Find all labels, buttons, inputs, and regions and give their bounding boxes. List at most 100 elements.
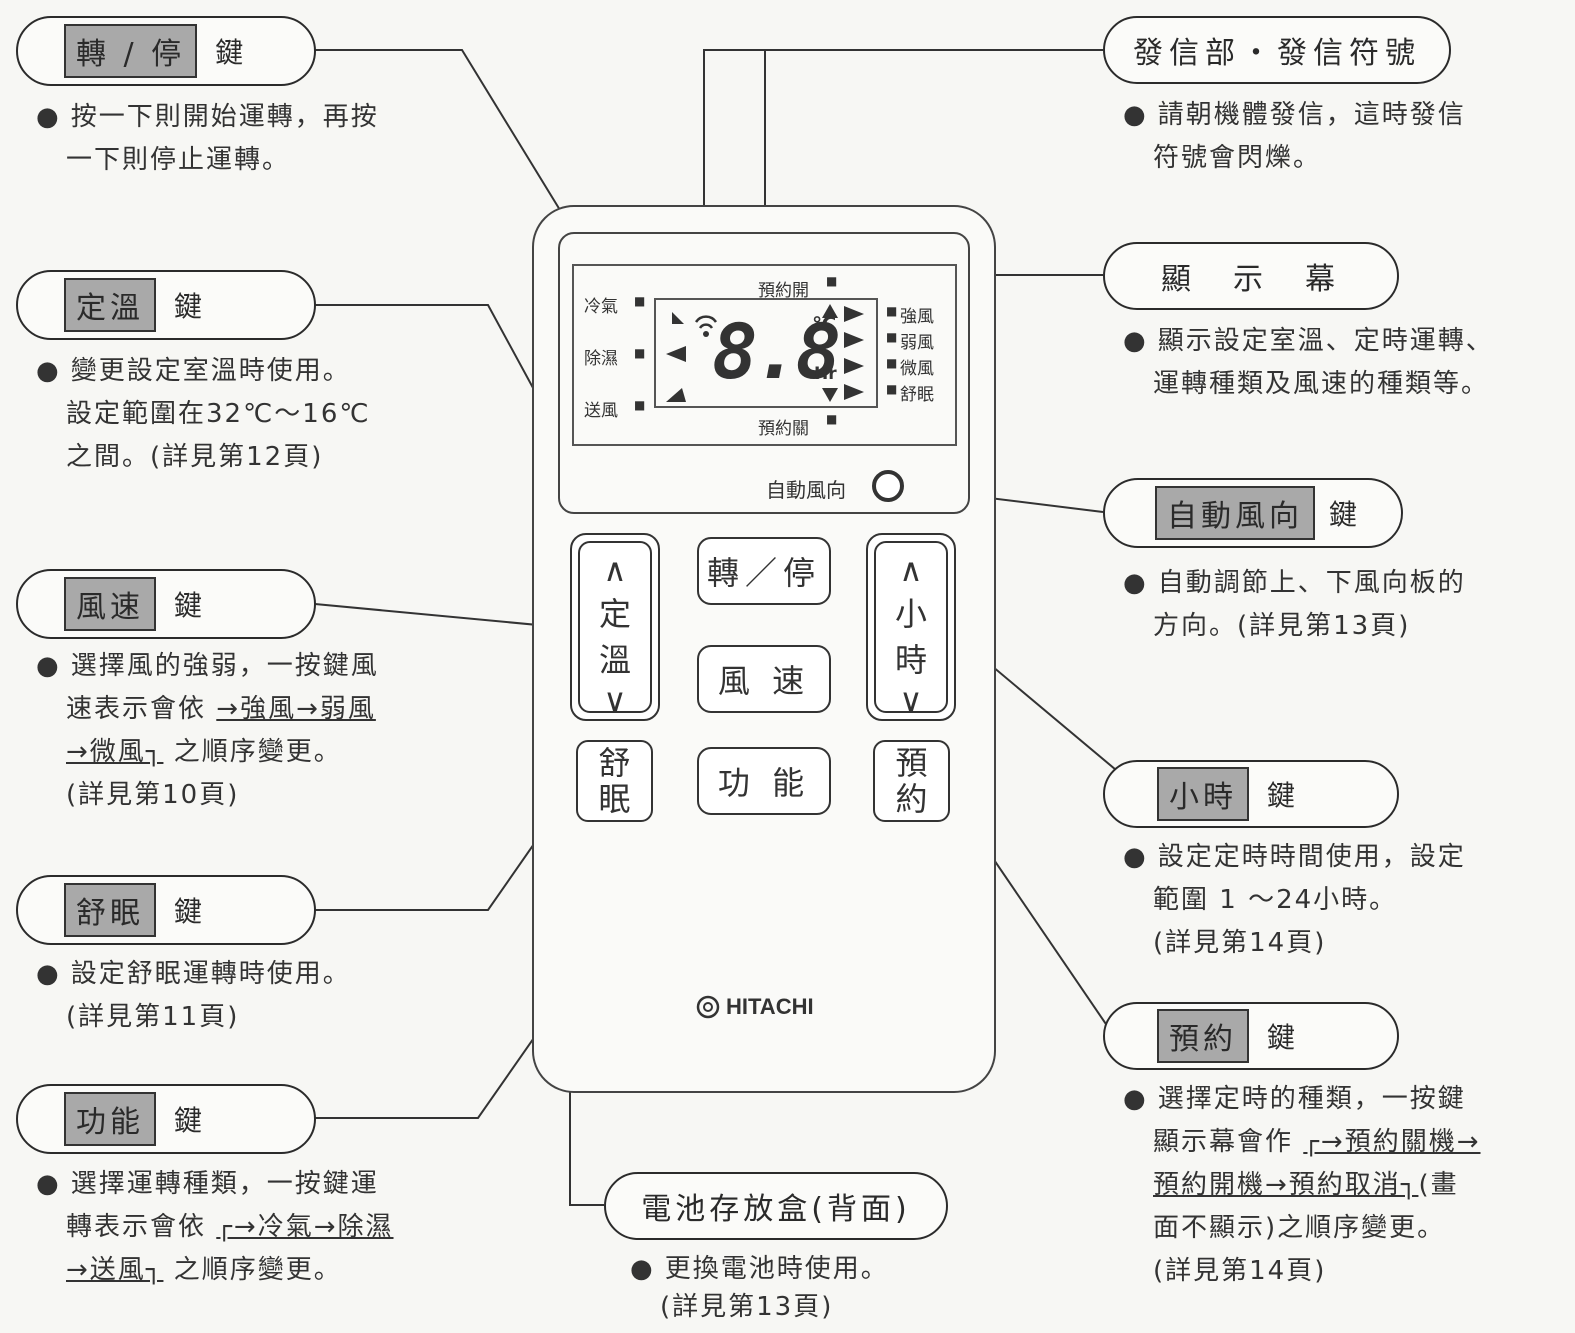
desc-line: 設定範圍在32℃～16℃ xyxy=(66,399,371,429)
lcd-digit-area xyxy=(654,298,878,408)
run-stop-button[interactable]: 轉／停 xyxy=(697,537,831,605)
temp-button[interactable]: ∧ 定 溫 ∨ xyxy=(570,533,660,721)
desc-line: 選擇風的強弱，一按鍵風 xyxy=(70,651,379,681)
label-display: 顯 示 幕 xyxy=(1103,242,1399,310)
swing-button[interactable] xyxy=(872,470,904,502)
swing-label: 自動風向 xyxy=(766,478,846,502)
desc-line: 自動調節上、下風向板的 xyxy=(1157,568,1466,598)
indicator-dot: ■ xyxy=(886,356,898,370)
lcd-fan-sleep: 舒眠 xyxy=(900,385,934,405)
desc-line: 按一下則開始運轉，再按 xyxy=(70,102,379,132)
fan-speed-button[interactable]: 風 速 xyxy=(697,645,831,713)
lcd-timer-on: 預約關 xyxy=(758,419,809,439)
desc-line: 設定定時時間使用，設定 xyxy=(1157,842,1466,872)
desc-line: 設定舒眠運轉時使用。 xyxy=(70,959,351,989)
desc-line: (詳見第13頁) xyxy=(660,1292,834,1322)
indicator-dot: ■ xyxy=(886,382,898,396)
desc-line: 顯示幕會作 xyxy=(1153,1127,1294,1157)
desc-battery: ●更換電池時使用。 (詳見第13頁) xyxy=(630,1250,889,1326)
sleep-button[interactable]: 舒 眠 xyxy=(576,740,653,822)
desc-line: 之間。(詳見第12頁) xyxy=(66,442,324,472)
indicator-dot: ■ xyxy=(886,330,898,344)
sequence: →送風┐ xyxy=(66,1255,164,1285)
desc-sleep: ●設定舒眠運轉時使用。 (詳見第11頁) xyxy=(36,953,351,1039)
hour-up-icon[interactable]: ∧ xyxy=(899,551,923,589)
lcd-mode-cool: 冷氣 xyxy=(584,297,618,317)
desc-line: 一下則停止運轉。 xyxy=(66,145,291,175)
temp-down-icon[interactable]: ∨ xyxy=(603,681,627,719)
desc-line: 選擇定時的種類，一按鍵 xyxy=(1157,1084,1466,1114)
lcd-timer-off: 預約開 xyxy=(758,281,809,301)
indicator-dot: ■ xyxy=(634,294,646,308)
desc-line: 面不顯示)之順序變更。 xyxy=(1153,1213,1446,1243)
title: 電池存放盒(背面) xyxy=(641,1192,911,1227)
tag: 轉 / 停 xyxy=(64,24,198,78)
suffix: 鍵 xyxy=(1329,498,1358,531)
label-hour: 小時 鍵 xyxy=(1103,760,1399,828)
desc-line: 速表示會依 xyxy=(66,694,207,724)
desc-line: (詳見第10頁) xyxy=(66,780,240,810)
function-button[interactable]: 功 能 xyxy=(697,747,831,815)
indicator-dot: ■ xyxy=(826,274,838,288)
lcd-mode-fan: 送風 xyxy=(584,401,618,421)
sequence: 預約開機→預約取消┐ xyxy=(1153,1170,1419,1200)
hour-down-icon[interactable]: ∨ xyxy=(899,681,923,719)
hour-label-2: 時 xyxy=(894,641,927,679)
suffix: 鍵 xyxy=(1267,1021,1296,1054)
title: 顯 示 幕 xyxy=(1161,262,1341,297)
label-timer: 預約 鍵 xyxy=(1103,1002,1399,1070)
lcd-unit-c: ℃ xyxy=(812,312,837,336)
timer-label-2: 約 xyxy=(895,780,928,818)
lcd-fan-high: 強風 xyxy=(900,307,934,327)
desc-line: 顯示設定室溫、定時運轉、 xyxy=(1157,326,1494,356)
sequence: ┌→冷氣→除濕 xyxy=(216,1212,394,1242)
desc-line: 方向。(詳見第13頁) xyxy=(1153,611,1411,641)
hour-button[interactable]: ∧ 小 時 ∨ xyxy=(866,533,956,721)
sequence: →微風┐ xyxy=(66,737,164,767)
desc-line: 運轉種類及風速的種類等。 xyxy=(1153,369,1490,399)
title: 發信部・發信符號 xyxy=(1133,36,1421,71)
timer-button[interactable]: 預 約 xyxy=(873,740,950,822)
desc-temp: ●變更設定室溫時使用。 設定範圍在32℃～16℃ 之間。(詳見第12頁) xyxy=(36,350,371,479)
label-swing: 自動風向 鍵 xyxy=(1103,478,1403,548)
desc-transmit: ●請朝機體發信，這時發信 符號會閃爍。 xyxy=(1123,94,1466,180)
lcd-digits: 8.8 xyxy=(712,307,841,396)
suffix: 鍵 xyxy=(174,589,203,622)
temp-up-icon[interactable]: ∧ xyxy=(603,551,627,589)
indicator-dot: ■ xyxy=(634,346,646,360)
temp-label-1: 定 xyxy=(598,595,631,633)
label-transmit: 發信部・發信符號 xyxy=(1103,16,1451,84)
lcd-fan-low: 弱風 xyxy=(900,333,934,353)
label-battery: 電池存放盒(背面) xyxy=(604,1172,948,1240)
desc-line: 請朝機體發信，這時發信 xyxy=(1157,100,1466,130)
tag: 舒眠 xyxy=(64,883,156,937)
tag: 自動風向 xyxy=(1155,486,1315,540)
desc-line: (詳見第14頁) xyxy=(1153,928,1327,958)
suffix: 鍵 xyxy=(174,290,203,323)
lcd-fan-micro: 微風 xyxy=(900,359,934,379)
sequence: →強風→弱風 xyxy=(216,694,376,724)
desc-line: 轉表示會依 xyxy=(66,1212,207,1242)
display-frame xyxy=(558,232,970,514)
sequence: ┌→預約關機→ xyxy=(1303,1127,1481,1157)
indicator-dot: ■ xyxy=(826,412,838,426)
label-sleep: 舒眠 鍵 xyxy=(16,875,316,945)
suffix: 鍵 xyxy=(174,895,203,928)
desc-func: ●選擇運轉種類，一按鍵運 轉表示會依 ┌→冷氣→除濕 →送風┐ 之順序變更。 xyxy=(36,1169,394,1285)
desc-hour: ●設定定時時間使用，設定 範圍 1 ～24小時。 (詳見第14頁) xyxy=(1123,836,1466,965)
brand-logo: HITACHI xyxy=(696,994,814,1020)
sleep-label-1: 舒 xyxy=(598,744,631,782)
desc-display: ●顯示設定室溫、定時運轉、 運轉種類及風速的種類等。 xyxy=(1123,320,1494,406)
tag: 小時 xyxy=(1157,767,1249,821)
desc-swing: ●自動調節上、下風向板的 方向。(詳見第13頁) xyxy=(1123,562,1466,648)
hour-label-1: 小 xyxy=(894,595,927,633)
suffix: 鍵 xyxy=(215,36,244,69)
sleep-label-2: 眠 xyxy=(598,780,631,818)
label-fan: 風速 鍵 xyxy=(16,569,316,639)
desc-line: 之順序變更。 xyxy=(173,1255,342,1285)
suffix: 鍵 xyxy=(1267,779,1296,812)
brand-name: HITACHI xyxy=(726,994,814,1019)
tag: 定溫 xyxy=(64,278,156,332)
desc-fan: ●選擇風的強弱，一按鍵風 速表示會依 →強風→弱風 →微風┐ 之順序變更。 (詳… xyxy=(36,645,379,817)
desc-line: 之順序變更。 xyxy=(173,737,342,767)
